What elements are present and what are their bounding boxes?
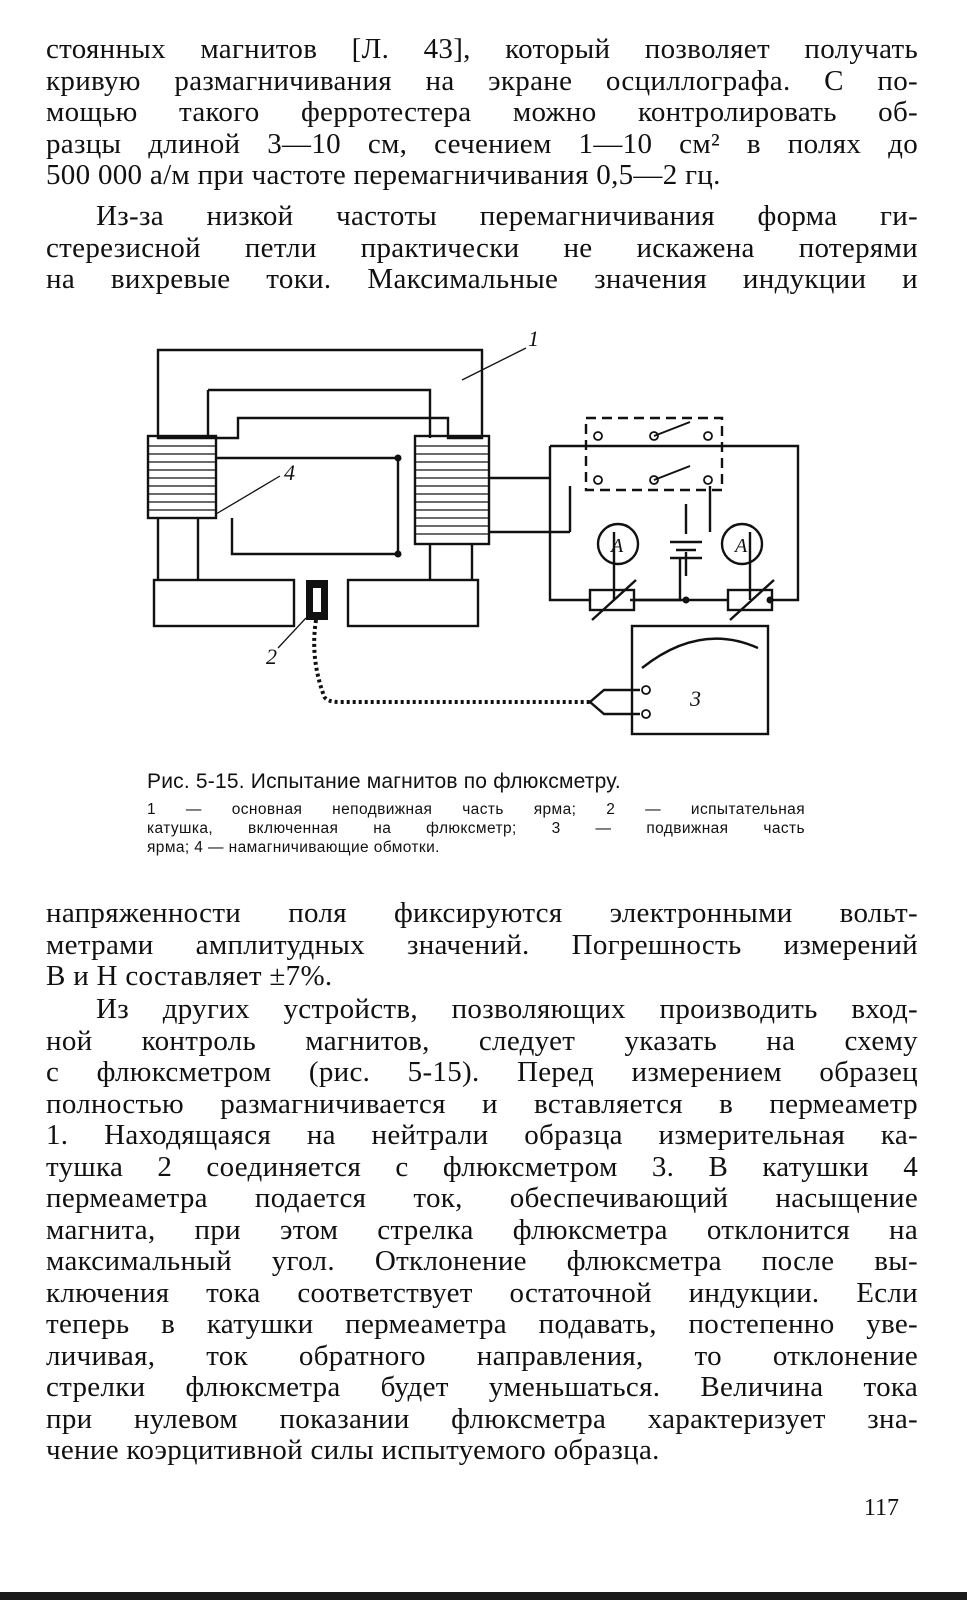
text-line: B и H составляет ±7%.: [46, 960, 333, 992]
text-line: Из других устройств, позволяющих произво…: [96, 993, 918, 1025]
left-coil-windings: [148, 445, 216, 511]
text-line: чение коэрцитивной силы испытуемого обра…: [46, 1434, 660, 1466]
switch-circuit-left: [548, 446, 590, 602]
circuit-diagram: 1 2 3 4 A A: [146, 326, 800, 736]
text-line: при нулевом показании флюксметра характе…: [46, 1402, 918, 1435]
switch-circuit-top: [550, 444, 800, 602]
lower-right-block: [346, 578, 480, 628]
twisted-lead: [312, 619, 590, 704]
text-line: стерезисной петли практически не искажен…: [46, 231, 918, 264]
switch-dashed-box: [584, 416, 724, 492]
text-line: напряженности поля фиксируются электронн…: [46, 897, 918, 929]
figure-circuit-diagram: 1 2 3 4 A A: [130, 318, 810, 748]
text-line: пермеаметра подается ток, обеспечивающий…: [46, 1182, 918, 1214]
ammeter-right: [720, 522, 764, 566]
resistor-left-arrow: [591, 579, 637, 621]
legend-line: 1 — основная неподвижная часть ярма; 2 —…: [147, 801, 805, 818]
battery-plates: [670, 540, 702, 560]
ammeter-right-symbol: A: [733, 535, 748, 557]
paragraph-1: стоянных магнитов [Л. 43], который позво…: [46, 33, 918, 192]
switch-drops: [568, 486, 712, 532]
text-line: Из-за низкой частоты перемагничивания фо…: [96, 200, 918, 232]
label-2: 2: [266, 644, 277, 669]
text-line: теперь в катушки пермеаметра подавать, п…: [46, 1308, 918, 1340]
leader-2: [277, 617, 307, 649]
coil-to-switch-wires: [489, 476, 570, 534]
label-1: 1: [528, 326, 539, 351]
paragraph-3: напряженности поля фиксируются электронн…: [46, 897, 918, 993]
text-line: полностью размагничивается и вставляется…: [46, 1087, 918, 1120]
yoke-inner-wire: [206, 388, 432, 438]
legend-line: ярма; 4 — намагничивающие обмотки.: [147, 839, 440, 856]
text-line: на вихревые токи. Максимальные значения …: [46, 263, 918, 295]
coil-wire-loop: [216, 456, 400, 556]
right-coil-windings: [415, 445, 489, 535]
scan-edge-rule: [0, 1592, 967, 1600]
resistor-right-arrow: [729, 579, 775, 621]
resistor-left: [588, 588, 636, 612]
paragraph-4: Из других устройств, позволяющих произво…: [46, 993, 918, 1467]
text-line: стоянных магнитов [Л. 43], который позво…: [46, 33, 918, 65]
paragraph-2: Из-за низкой частоты перемагничивания фо…: [46, 200, 918, 296]
text-line: тушка 2 соединяется с флюксметром 3. В к…: [46, 1150, 918, 1183]
fluxmeter-terminals: [588, 688, 640, 716]
fluxmeter-scale: [641, 637, 759, 669]
ammeter-left-symbol: A: [609, 535, 624, 557]
yoke-outer-frame: [156, 348, 484, 440]
text-line: кривую размагничивания на экране осцилло…: [46, 64, 918, 97]
text-line: мощью такого ферротестера можно контроли…: [46, 96, 918, 128]
leader-1: [461, 347, 527, 381]
text-line: 1. Находящаяся на нейтрали образца измер…: [46, 1119, 918, 1151]
text-line: 500 000 а/м при частоте перемагничивания…: [46, 159, 721, 191]
text-line: ключения тока соответствует остаточной и…: [46, 1276, 918, 1309]
label-3: 3: [689, 686, 701, 711]
legend-line: катушка, включенная на флюксметр; 3 — по…: [147, 820, 805, 837]
figure-caption-title: Рис. 5-15. Испытание магнитов по флюксме…: [147, 770, 621, 793]
text-line: с флюксметром (рис. 5-15). Перед измерен…: [46, 1056, 918, 1088]
text-line: стрелки флюксметра будет уменьшаться. Ве…: [46, 1371, 918, 1403]
leader-4: [215, 475, 281, 515]
text-line: максимальный угол. Отклонение флюксметра…: [46, 1245, 918, 1277]
label-4: 4: [284, 460, 295, 485]
ammeter-left: [596, 522, 640, 566]
left-coil-stack: [146, 434, 218, 520]
text-line: разцы длиной 3—10 см, сечением 1—10 см² …: [46, 127, 918, 160]
left-leg: [156, 518, 200, 580]
page-number: 117: [863, 1495, 899, 1521]
text-line: личивая, ток обратного направления, то о…: [46, 1339, 918, 1372]
text-line: магнита, при этом стрелка флюксметра отк…: [46, 1213, 918, 1246]
right-leg: [428, 544, 474, 580]
text-line: ной контроль магнитов, следует указать н…: [46, 1024, 918, 1057]
fluxmeter-box: [630, 624, 770, 736]
lower-left-block: [152, 578, 296, 628]
text-line: метрами амплитудных значений. Погрешност…: [46, 928, 918, 961]
right-coil-stack: [413, 434, 491, 546]
figure-caption-legend: 1 — основная неподвижная часть ярма; 2 —…: [147, 800, 805, 857]
switch-blades: [653, 421, 691, 481]
